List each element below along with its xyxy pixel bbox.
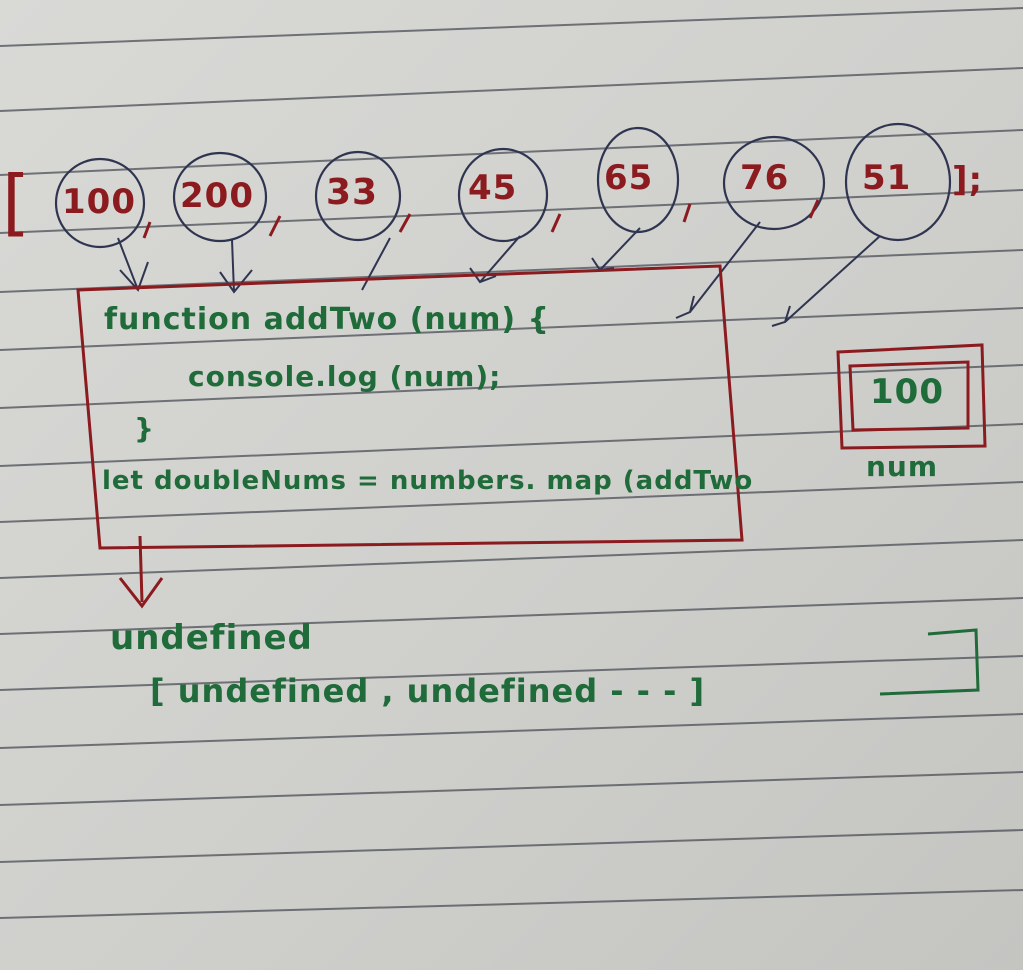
comma-marks <box>142 199 820 239</box>
circle-item-1 <box>54 157 146 249</box>
side-box-value: 100 <box>870 372 944 412</box>
circle-item-3 <box>314 150 402 242</box>
circle-item-5 <box>596 126 680 234</box>
output-undefined: undefined <box>110 618 313 658</box>
code-line-map: let doubleNums = numbers. map (addTwo <box>102 466 754 496</box>
circle-item-4 <box>457 147 549 243</box>
array-item-7: 51 <box>862 158 912 198</box>
array-item-4: 45 <box>468 168 518 208</box>
output-arrow <box>118 535 164 609</box>
circle-item-6 <box>722 135 826 231</box>
output-close-bracket <box>879 628 980 696</box>
array-item-5: 65 <box>604 158 654 198</box>
array-item-3: 33 <box>326 172 379 213</box>
code-line-console: console.log (num); <box>188 360 502 393</box>
array-item-2: 200 <box>180 176 254 216</box>
circle-item-7 <box>844 122 952 242</box>
code-line-close-brace: } <box>134 412 155 445</box>
item-circles <box>54 122 952 249</box>
circle-item-2 <box>172 151 268 243</box>
side-box <box>836 343 987 450</box>
array-open-bracket: [ <box>2 160 32 244</box>
array-item-6: 76 <box>740 158 790 198</box>
arrows <box>117 221 881 327</box>
side-box-label: num <box>866 450 939 483</box>
array-close: ]; <box>952 160 984 200</box>
code-line-function: function addTwo (num) { <box>104 302 550 337</box>
output-array: [ undefined , undefined - - - ] <box>150 672 706 710</box>
array-item-1: 100 <box>62 182 136 222</box>
code-box <box>76 264 744 550</box>
ruled-lines <box>0 7 1023 919</box>
